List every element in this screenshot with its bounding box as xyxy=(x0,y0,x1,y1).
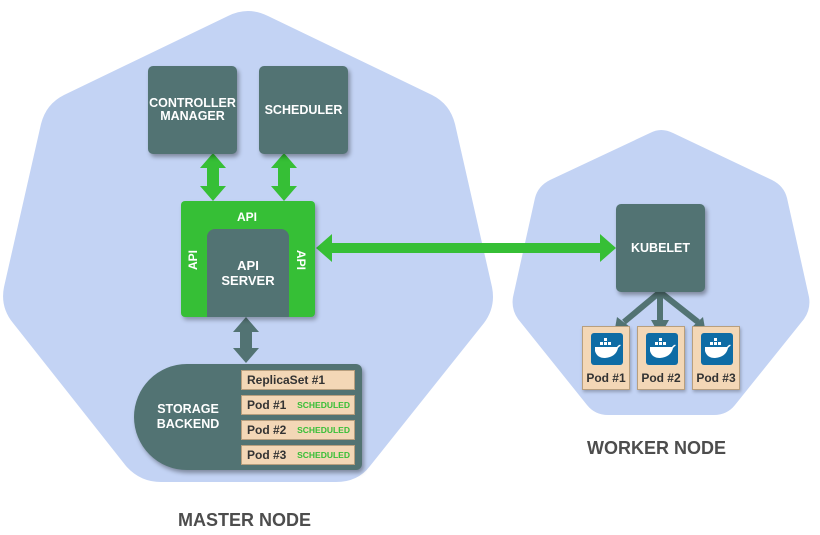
kubelet-label: KUBELET xyxy=(630,240,691,255)
docker-icon xyxy=(591,333,623,365)
worker-pod-1: Pod #1 xyxy=(582,326,630,390)
scheduled-status: SCHEDULED xyxy=(297,425,350,435)
worker-pod-3: Pod #3 xyxy=(692,326,740,390)
docker-icon xyxy=(646,333,678,365)
scheduled-status: SCHEDULED xyxy=(297,400,350,410)
api-server-box: API SERVER xyxy=(207,229,289,317)
api-label-right: API xyxy=(294,249,309,271)
worker-node-title: WORKER NODE xyxy=(587,438,726,458)
storage-item-replicaset: ReplicaSet #1 xyxy=(241,370,355,390)
api-label-top: API xyxy=(237,210,258,224)
api-storage-arrow xyxy=(233,317,259,363)
worker-pod-2: Pod #2 xyxy=(637,326,685,390)
pod-label: Pod #2 xyxy=(641,371,681,385)
controller-manager-label: CONTROLLER MANAGER xyxy=(149,96,236,123)
storage-item-pod-2: Pod #2 SCHEDULED xyxy=(241,420,355,440)
docker-icon xyxy=(701,333,733,365)
storage-item-label: ReplicaSet #1 xyxy=(247,373,326,387)
storage-item-label: Pod #1 xyxy=(247,398,287,412)
controller-api-arrow xyxy=(200,153,226,201)
storage-item-label: Pod #3 xyxy=(247,448,287,462)
storage-item-pod-1: Pod #1 SCHEDULED xyxy=(241,395,355,415)
storage-item-pod-3: Pod #3 SCHEDULED xyxy=(241,445,355,465)
api-label-left: API xyxy=(186,249,201,271)
api-kubelet-arrow xyxy=(316,234,616,262)
storage-backend: STORAGE BACKEND ReplicaSet #1 Pod #1 SCH… xyxy=(134,364,362,470)
api-frame: API API API API SERVER xyxy=(181,201,315,317)
storage-backend-label: STORAGE BACKEND xyxy=(156,402,220,431)
scheduler-api-arrow xyxy=(271,153,297,201)
scheduled-status: SCHEDULED xyxy=(297,450,350,460)
pod-label: Pod #1 xyxy=(586,371,626,385)
scheduler-label: SCHEDULER xyxy=(264,102,343,117)
kubelet-box: KUBELET xyxy=(616,204,705,292)
scheduler-box: SCHEDULER xyxy=(259,66,348,154)
master-node-title: MASTER NODE xyxy=(178,510,312,530)
pod-label: Pod #3 xyxy=(696,371,736,385)
storage-item-label: Pod #2 xyxy=(247,423,287,437)
api-server-label: API SERVER xyxy=(221,258,275,288)
controller-manager-box: CONTROLLER MANAGER xyxy=(148,66,237,154)
